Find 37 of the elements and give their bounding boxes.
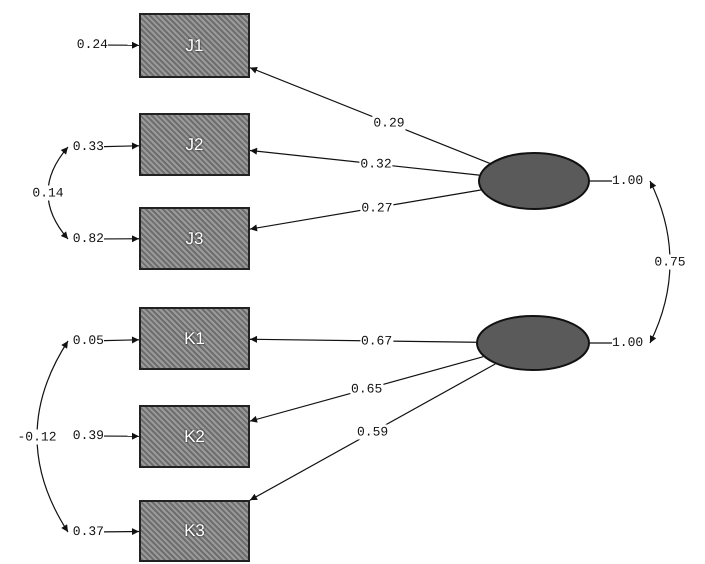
- variable-name: J2: [186, 134, 204, 154]
- path-coefficient: -0.12: [16, 429, 58, 444]
- error-variance: 0.24: [74, 37, 108, 53]
- observed-variable-box: [139, 500, 250, 562]
- error-variance: 0.05: [70, 333, 104, 349]
- arrow: [104, 528, 139, 536]
- observed-variable-box: [139, 207, 250, 270]
- error-variance: 0.39: [70, 428, 104, 444]
- observed-variable-box: [139, 307, 250, 370]
- path-coefficient: 0.14: [31, 186, 65, 200]
- error-variance: 0.82: [70, 231, 104, 247]
- observed-variable-box: [139, 405, 250, 468]
- arrow: [104, 336, 140, 344]
- error-variance: 0.33: [70, 139, 104, 155]
- variable-name: J3: [186, 228, 204, 248]
- arrow: [104, 235, 139, 242]
- latent-variable-ellipse: [476, 315, 590, 371]
- variable-name: J1: [186, 36, 204, 56]
- variable-name: K2: [184, 426, 205, 446]
- path-coefficient: 0.65: [350, 381, 384, 396]
- variable-name: K3: [184, 521, 205, 541]
- covariance-arrow: [649, 180, 671, 344]
- covariance-arrow: [36, 340, 69, 532]
- arrow: [104, 142, 140, 150]
- path-coefficient: 0.75: [653, 254, 687, 270]
- variance-value: 1.00: [612, 335, 648, 351]
- arrow: [108, 42, 139, 49]
- latent-variable-ellipse: [478, 152, 590, 210]
- arrow: [250, 363, 496, 501]
- variable-name: K1: [184, 328, 205, 348]
- path-coefficient: 0.59: [356, 424, 390, 440]
- error-variance: 0.37: [70, 524, 104, 540]
- path-coefficient: 0.29: [372, 116, 406, 131]
- arrow: [104, 432, 139, 440]
- variance-value: 1.00: [612, 173, 648, 189]
- observed-variable-box: [139, 13, 250, 78]
- observed-variable-box: [139, 113, 250, 176]
